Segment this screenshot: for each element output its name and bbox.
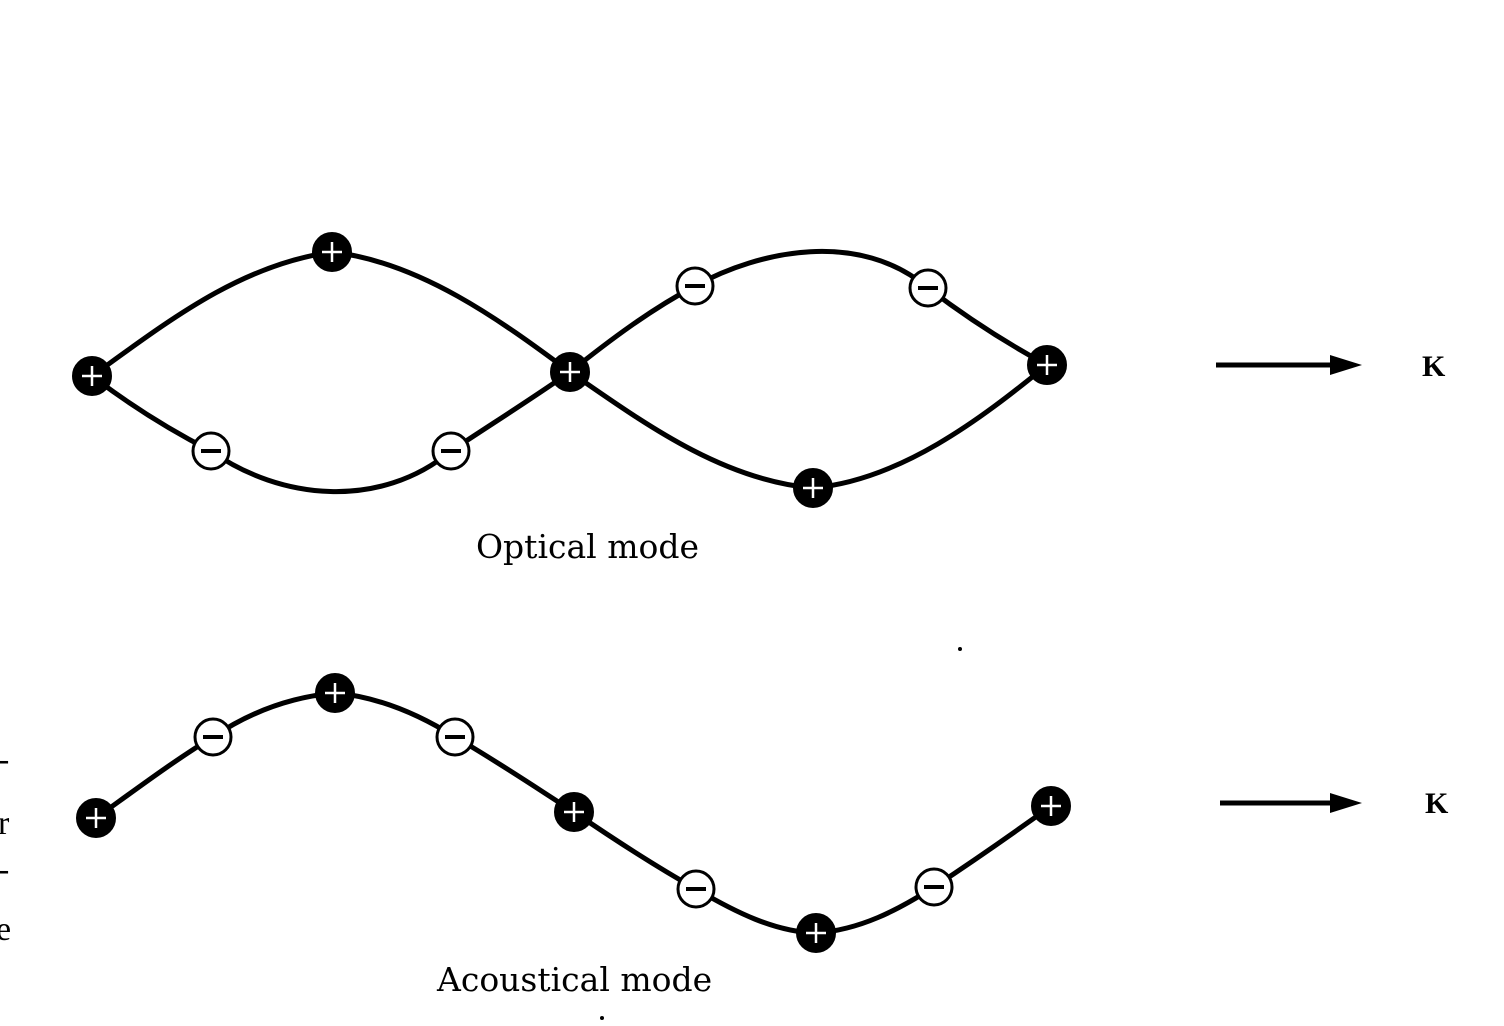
optical-ion-negative xyxy=(908,268,948,308)
optical-wave-vector-label: K xyxy=(1422,350,1446,383)
acoustical-mode-panel: K Acoustical mode xyxy=(76,673,1449,999)
margin-fragment: - xyxy=(0,851,9,888)
acoustical-ion-positive xyxy=(796,913,836,953)
margin-fragment: e xyxy=(0,911,11,948)
acoustical-ion-negative xyxy=(676,869,716,909)
acoustical-ion-negative xyxy=(193,717,233,757)
optical-ion-negative xyxy=(191,431,231,471)
margin-fragment: r xyxy=(0,805,10,842)
acoustical-wave-vector-label: K xyxy=(1425,787,1449,820)
optical-ion-negative xyxy=(675,266,715,306)
optical-ion-positive xyxy=(1027,345,1067,385)
optical-mode-caption: Optical mode xyxy=(476,527,699,566)
optical-ion-positive xyxy=(550,352,590,392)
optical-ion-negative xyxy=(431,431,471,471)
optical-ion-positive xyxy=(793,468,833,508)
acoustical-ion-positive xyxy=(76,798,116,838)
acoustical-wave-vector-arrow xyxy=(1220,793,1362,813)
speck xyxy=(600,1016,604,1020)
optical-ion-positive xyxy=(72,356,112,396)
optical-mode-panel: K Optical mode xyxy=(72,232,1446,566)
acoustical-ion-negative xyxy=(914,867,954,907)
acoustical-ion-negative xyxy=(435,717,475,757)
speck xyxy=(958,647,962,651)
optical-ion-positive xyxy=(312,232,352,272)
acoustical-ion-positive xyxy=(315,673,355,713)
acoustical-mode-caption: Acoustical mode xyxy=(436,960,712,999)
margin-text-fragments: - r - e xyxy=(0,741,11,948)
acoustical-ion-positive xyxy=(554,792,594,832)
margin-fragment: - xyxy=(0,741,9,778)
optical-wave-vector-arrow xyxy=(1216,355,1362,375)
acoustical-ion-positive xyxy=(1031,786,1071,826)
